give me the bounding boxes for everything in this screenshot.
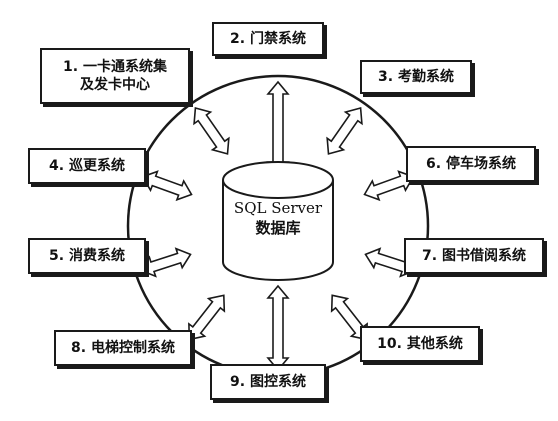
double-arrow-icon <box>266 284 290 372</box>
database-label: SQL Server 数据库 <box>228 198 328 239</box>
module-attendance: 3. 考勤系统 <box>360 60 472 94</box>
module-elevator: 8. 电梯控制系统 <box>54 330 192 366</box>
double-arrow-icon <box>139 247 192 278</box>
arrow-group <box>139 80 417 372</box>
double-arrow-icon <box>188 294 226 341</box>
module-parking: 6. 停车场系统 <box>406 146 536 182</box>
module-label-line: 及发卡中心 <box>80 77 150 93</box>
module-other: 10. 其他系统 <box>360 326 480 362</box>
double-arrow-icon <box>141 170 193 202</box>
module-label: 9. 图控系统 <box>230 373 306 390</box>
double-arrow-icon <box>266 80 290 176</box>
database-cylinder-icon <box>222 161 334 281</box>
module-library: 7. 图书借阅系统 <box>404 238 544 274</box>
double-arrow-icon <box>326 106 363 155</box>
database-caption: 数据库 <box>255 219 301 238</box>
module-label: 3. 考勤系统 <box>378 68 454 85</box>
module-label-line: 1. 一卡通系统集 <box>63 58 167 75</box>
database-name: SQL Server <box>233 199 323 217</box>
module-card-center: 1. 一卡通系统集及发卡中心 <box>40 48 190 104</box>
module-cctv: 9. 图控系统 <box>210 364 326 400</box>
module-label: 6. 停车场系统 <box>426 155 516 172</box>
module-patrol: 4. 巡更系统 <box>28 148 146 184</box>
module-consumption: 5. 消费系统 <box>28 238 146 274</box>
module-label: 4. 巡更系统 <box>49 157 125 174</box>
module-label: 8. 电梯控制系统 <box>71 339 175 356</box>
module-label: 5. 消费系统 <box>49 247 125 264</box>
module-access-control: 2. 门禁系统 <box>212 22 324 56</box>
double-arrow-icon <box>193 106 230 155</box>
module-label: 7. 图书借阅系统 <box>422 247 526 264</box>
module-label: 2. 门禁系统 <box>230 30 306 47</box>
module-label: 10. 其他系统 <box>377 335 463 352</box>
